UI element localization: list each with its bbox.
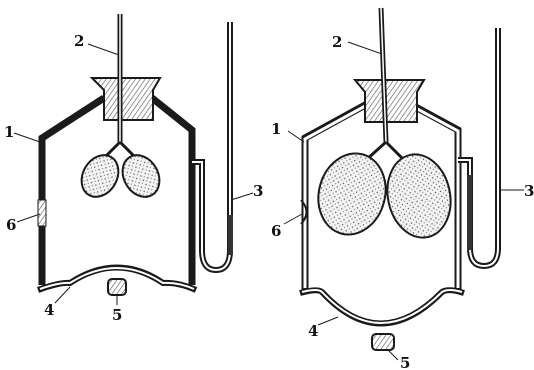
right-lung-balloon-inflated <box>380 148 458 243</box>
left-label-1: 1 <box>4 123 14 141</box>
right-label-6: 6 <box>271 222 281 240</box>
left-diaphragm-knob <box>108 279 126 295</box>
left-label-2: 2 <box>74 32 84 50</box>
right-apparatus: 1 2 3 4 5 6 <box>271 8 534 370</box>
right-stopper <box>355 80 424 122</box>
left-label-4: 4 <box>44 301 54 319</box>
left-label-6: 6 <box>6 216 16 234</box>
left-apparatus: 1 2 3 4 5 6 <box>4 14 263 324</box>
right-diaphragm-knob <box>372 334 394 350</box>
right-label-5: 5 <box>400 354 410 370</box>
left-manometer <box>192 22 230 270</box>
right-label-1: 1 <box>271 120 281 138</box>
right-label-3: 3 <box>524 182 534 200</box>
left-lung-balloon-inflated <box>310 146 395 242</box>
right-label-2: 2 <box>332 33 342 51</box>
right-lung-balloon <box>115 148 166 203</box>
right-manometer <box>458 28 498 266</box>
right-label-4: 4 <box>308 322 318 340</box>
left-label-5: 5 <box>112 306 122 324</box>
left-lung-balloon <box>74 148 125 203</box>
left-label-3: 3 <box>253 182 263 200</box>
